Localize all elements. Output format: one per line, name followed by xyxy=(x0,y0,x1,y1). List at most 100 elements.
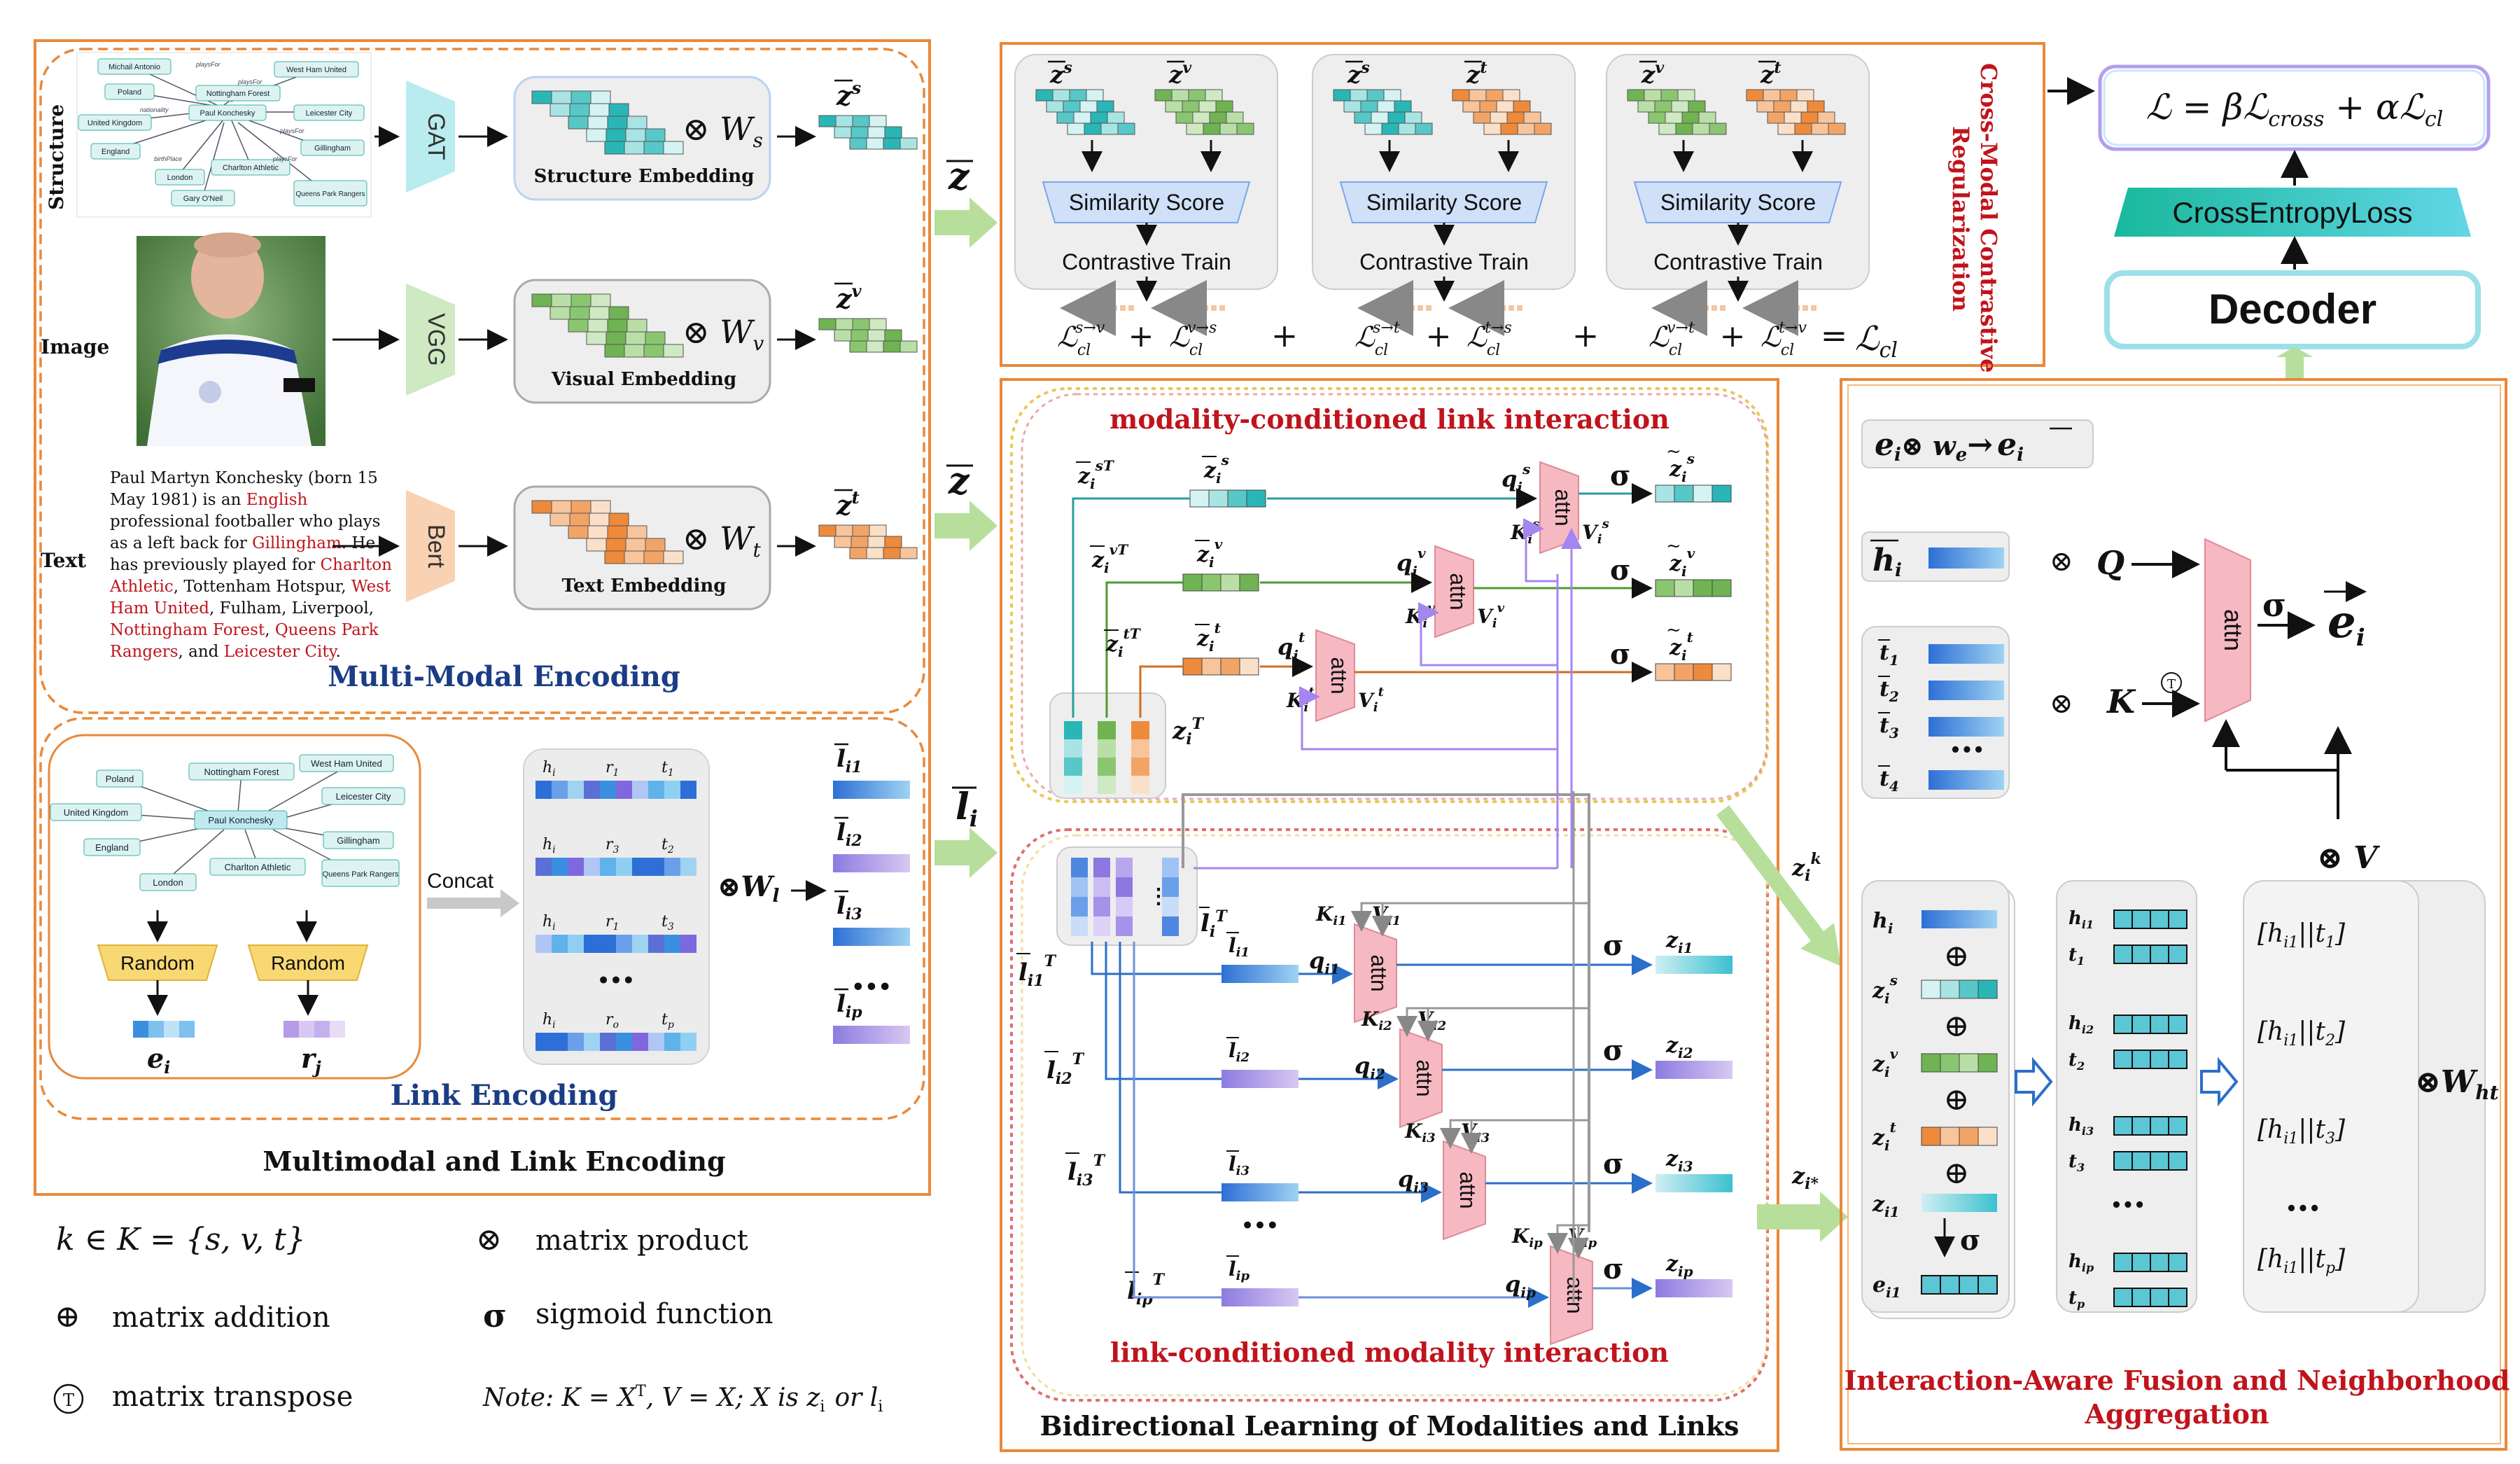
tail-vector xyxy=(1928,681,2004,700)
embedding-label: Text Embedding xyxy=(562,576,727,597)
modal-weight: ⊗ Ws xyxy=(682,110,763,152)
legend-sigma-symbol: σ xyxy=(483,1297,507,1334)
desc-line-7: Ham United, Fulham, Liverpool, xyxy=(110,599,374,618)
link-kg-node: Nottingham Forest xyxy=(204,767,279,777)
link-output-vector xyxy=(833,1026,910,1044)
contrastive-train: Contrastive Train xyxy=(1359,249,1529,274)
concat-dots: ••• xyxy=(2286,1199,2320,1220)
fusion-attn: attn xyxy=(2219,609,2248,651)
contrastive-loss: ℒclv→t xyxy=(1648,319,1695,359)
triple-cell xyxy=(616,935,632,953)
modal-output-label: zt xyxy=(836,487,860,521)
bottom-output-vector xyxy=(1656,956,1732,974)
row-label-image: Image xyxy=(41,335,109,358)
top-output-cell xyxy=(1655,484,1675,503)
kg-edge-label: playsFor xyxy=(195,61,221,68)
encoder-label: Bert xyxy=(423,524,449,569)
fused-item-label: hi xyxy=(1872,909,1893,937)
bottom-input-transpose: lipT xyxy=(1127,1271,1166,1309)
link-output-label: li3 xyxy=(836,892,862,923)
bottom-output-label: zi1 xyxy=(1665,928,1693,956)
zi-transpose-label: ziT xyxy=(1172,715,1205,748)
cl-equals: = xyxy=(1821,316,1848,354)
kg-node-uk: United Kingdom xyxy=(88,119,142,127)
ei1-cell xyxy=(1940,1275,1960,1295)
top-input-transpose: zisT xyxy=(1077,457,1115,492)
query-label: qis xyxy=(1502,461,1530,496)
contrastive-title-1: Cross-Modal Contrastive xyxy=(1975,63,2002,373)
zstar-label: zi* xyxy=(1791,1162,1819,1193)
link-kg-node: Leicester City xyxy=(336,791,391,802)
contrastive-input-label: zv xyxy=(1641,59,1664,89)
triple-cell xyxy=(632,858,648,876)
desc-line-3: professional footballer who plays xyxy=(110,513,380,531)
contrastive-loss: ℒclt→s xyxy=(1466,319,1512,359)
triple-label: r1 xyxy=(606,759,619,779)
top-output-cell xyxy=(1712,579,1732,597)
link-kg-node: United Kingdom xyxy=(64,807,129,818)
kg-edge-label: playsFor xyxy=(237,78,263,85)
link-output-dots: ••• xyxy=(851,975,892,1000)
svg-text:T: T xyxy=(63,1390,74,1410)
bottom-input-transpose: li3T xyxy=(1068,1152,1106,1190)
svg-text:~: ~ xyxy=(1666,620,1681,641)
oplus-label: ⊕ xyxy=(1944,1082,1970,1117)
triple-cell xyxy=(632,935,648,953)
legend-oplus: matrix addition xyxy=(112,1302,330,1334)
tails-otimes: ⊗ xyxy=(2050,688,2073,720)
link-kg-node: Queens Park Rangers xyxy=(323,870,399,879)
key-label: Ki3 xyxy=(1404,1120,1436,1145)
bottom-input-vector xyxy=(1222,965,1298,983)
attn-label: attn xyxy=(1412,1059,1437,1096)
encoding-panel: Multimodal and Link Encoding Multi-Modal… xyxy=(34,39,931,1196)
kg-node-westham: West Ham United xyxy=(286,66,346,74)
query-label: qi3 xyxy=(1398,1166,1429,1196)
triple-cell xyxy=(536,781,552,799)
desc-line-1: Paul Martyn Konchesky (born 15 xyxy=(110,469,378,487)
bottom-input-vector xyxy=(1222,1183,1298,1201)
link-kg-node: London xyxy=(153,877,183,888)
side-label-l: li xyxy=(955,786,978,832)
fused-item-label: zis xyxy=(1872,972,1898,1007)
key-label: Kis xyxy=(1510,517,1539,547)
cl-total: ℒcl xyxy=(1855,319,1898,363)
triple-label: ro xyxy=(606,1011,619,1031)
pair-head-label: hi2 xyxy=(2068,1013,2094,1036)
decoder-stack: ℒ = βℒcross + αℒcl CrossEntropyLoss Deco… xyxy=(2098,64,2491,378)
attn-label: attn xyxy=(1366,954,1392,991)
triple-label: tp xyxy=(662,1011,674,1031)
modal-weight: ⊗ Wt xyxy=(682,520,761,562)
triple-cell xyxy=(648,1033,664,1051)
row-label-structure: Structure xyxy=(45,104,68,210)
bidirectional-title: Bidirectional Learning of Modalities and… xyxy=(1040,1410,1740,1442)
top-output-cell xyxy=(1674,663,1694,681)
multimodal-title: Multi-Modal Encoding xyxy=(328,660,680,693)
triple-cell xyxy=(664,1033,680,1051)
v-label: ⊗ V xyxy=(2317,840,2380,876)
desc-line-9: Rangers, and Leicester City. xyxy=(110,643,341,661)
link-kg-node: Paul Konchesky xyxy=(208,815,274,825)
triple-cell xyxy=(552,858,568,876)
link-output-vector xyxy=(833,781,910,799)
fused-item-vector xyxy=(1921,1194,1997,1212)
query-label: qiv xyxy=(1396,545,1426,580)
value-label: Vi2 xyxy=(1418,1008,1446,1033)
legend-sigma: sigmoid function xyxy=(536,1298,774,1330)
bottom-input-label: li3 xyxy=(1228,1152,1250,1178)
ht-weight: ⊗Wht xyxy=(2415,1064,2499,1104)
value-label: Vi1 xyxy=(1372,902,1401,928)
tail-vector xyxy=(1928,644,2004,664)
attn-label: attn xyxy=(1326,657,1352,694)
value-label: Vit xyxy=(1358,685,1385,715)
kg-edge-label: playsFor xyxy=(279,127,305,134)
tail-vector xyxy=(1928,717,2004,737)
svg-text:~: ~ xyxy=(1666,441,1681,462)
bottom-dots: ••• xyxy=(1241,1214,1279,1237)
concat-item: [hi1||t2] xyxy=(2258,1017,2346,1050)
relation-vector xyxy=(284,1021,345,1038)
fused-sigma: σ xyxy=(1960,1224,1981,1257)
